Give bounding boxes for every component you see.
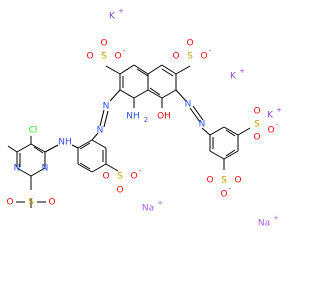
potassium-charge-2: + [239, 67, 245, 75]
sulfonate-3-oxygen-b: O [102, 172, 109, 182]
azo-left-nitrogen-1: N [103, 102, 110, 112]
sulfonate-3-oxygen-a: O [116, 186, 123, 196]
potassium-ion-3: K [267, 111, 274, 121]
pyrimidine-nitrogen-2: N [14, 164, 21, 174]
sulfonate-2-oxygen-b: O [172, 52, 179, 62]
sulfonate-3-oxygen-c: O [130, 172, 137, 182]
sodium-ion-1: Na [142, 204, 154, 214]
chlorine-atom: Cl [29, 126, 38, 136]
sulfonate-1-oxygen-b: O [86, 52, 93, 62]
pyrimidine-nitrogen-1: N [42, 164, 49, 174]
sulfonate-5-sulfur: S [221, 176, 227, 186]
amino-subscript: 2 [144, 116, 148, 124]
potassium-charge-3: + [276, 106, 282, 114]
sulfonate-2-oxygen-c: O [200, 52, 207, 62]
nh-linker: NH [58, 138, 72, 148]
sulfonate-2-charge: - [209, 47, 212, 55]
sulfonate-4-oxygen-c: O [267, 126, 274, 136]
sulfonate-1-oxygen-c: O [114, 52, 121, 62]
sulfonate-5-oxygen-b: O [234, 176, 241, 186]
potassium-ion-1: K [109, 12, 116, 22]
sulfonate-4-oxygen-b: O [253, 133, 260, 143]
structure-svg: K + K + K + Na + Na + S O O O - S O O O … [6, 7, 282, 229]
sodium-charge-1: + [157, 199, 163, 207]
sulfonate-3-sulfur: S [117, 172, 123, 182]
azo-right-nitrogen-1: N [185, 100, 192, 110]
sodium-ion-2: Na [258, 219, 270, 229]
atom-labels: K + K + K + Na + Na + S O O O - S O O O … [6, 7, 282, 229]
hydroxy-group: OH [157, 112, 171, 122]
sulfonate-4-charge: - [276, 121, 279, 129]
potassium-ion-2: K [230, 72, 237, 82]
sulfonate-1-sulfur: S [101, 52, 107, 62]
sulfonate-1-oxygen-a: O [100, 39, 107, 49]
sulfonate-5-charge: - [229, 185, 232, 193]
sulfonate-4-sulfur: S [254, 120, 260, 130]
sulfonate-2-sulfur: S [187, 52, 193, 62]
mesyl-sulfur: S [28, 198, 34, 208]
azo-right-nitrogen-2: N [199, 120, 206, 130]
mesyl-oxygen-1: O [6, 198, 13, 208]
molecule-structure-diagram: K + K + K + Na + Na + S O O O - S O O O … [6, 7, 282, 229]
sodium-charge-2: + [273, 214, 279, 222]
mesyl-oxygen-2: O [48, 198, 55, 208]
sulfonate-1-charge: - [123, 47, 126, 55]
azo-left-nitrogen-2: N [97, 126, 104, 136]
sulfonate-4-oxygen-a: O [253, 107, 260, 117]
sulfonate-5-oxygen-c: O [220, 190, 227, 200]
sulfonate-2-oxygen-a: O [186, 39, 193, 49]
amino-group: NH [126, 112, 140, 122]
bonds [7, 64, 251, 208]
sulfonate-5-oxygen-a: O [206, 176, 213, 186]
sulfonate-3-charge: - [139, 167, 142, 175]
potassium-charge-1: + [118, 7, 124, 15]
